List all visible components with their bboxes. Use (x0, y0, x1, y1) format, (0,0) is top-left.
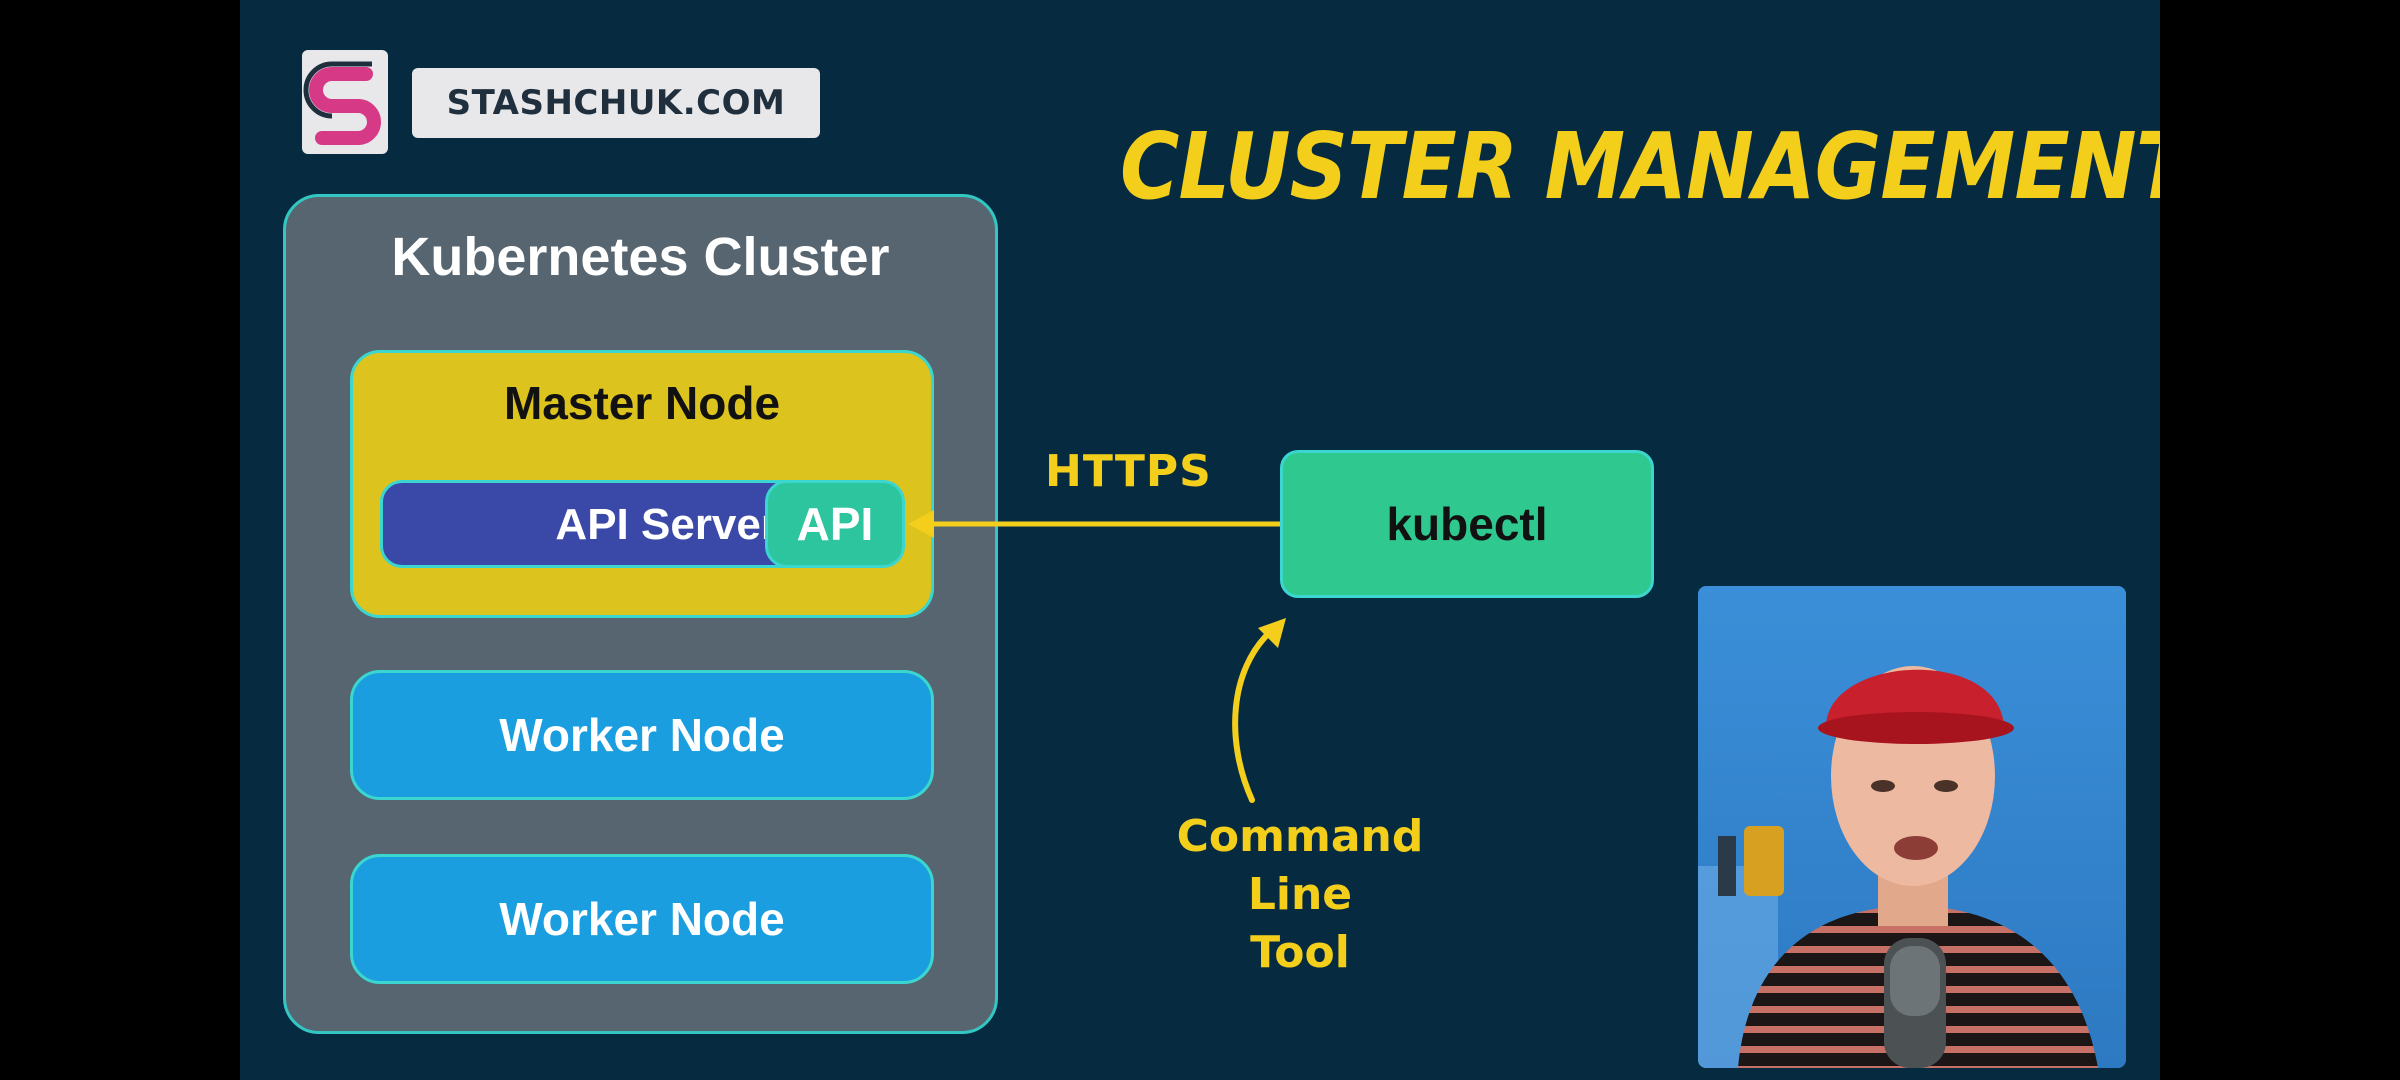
video-frame: STASHCHUK.COM CLUSTER MANAGEMENT Kuberne… (240, 0, 2160, 1080)
kubectl-box: kubectl (1280, 450, 1654, 598)
https-arrowhead (908, 510, 934, 538)
worker-node-box: Worker Node (350, 854, 934, 984)
https-label: HTTPS (1045, 446, 1212, 497)
cluster-title: Kubernetes Cluster (391, 227, 890, 287)
command-line-tool-caption: Command Line Tool (1120, 808, 1480, 982)
api-server-box (380, 480, 800, 568)
master-node-label: Master Node (503, 377, 781, 429)
presenter-video (1698, 586, 2126, 1068)
site-badge: STASHCHUK.COM (412, 68, 820, 138)
caption-line-1: Command Line (1176, 811, 1424, 920)
api-box: API (765, 480, 905, 568)
stashchuk-logo-icon (302, 50, 388, 154)
command-line-pointer-arrow (1232, 629, 1273, 803)
worker-node-box: Worker Node (350, 670, 934, 800)
connector-arrows (908, 510, 1286, 803)
caption-line-2: Tool (1250, 927, 1350, 978)
pointer-arrowhead (1258, 618, 1286, 648)
api-server-label: API Server (555, 500, 778, 549)
